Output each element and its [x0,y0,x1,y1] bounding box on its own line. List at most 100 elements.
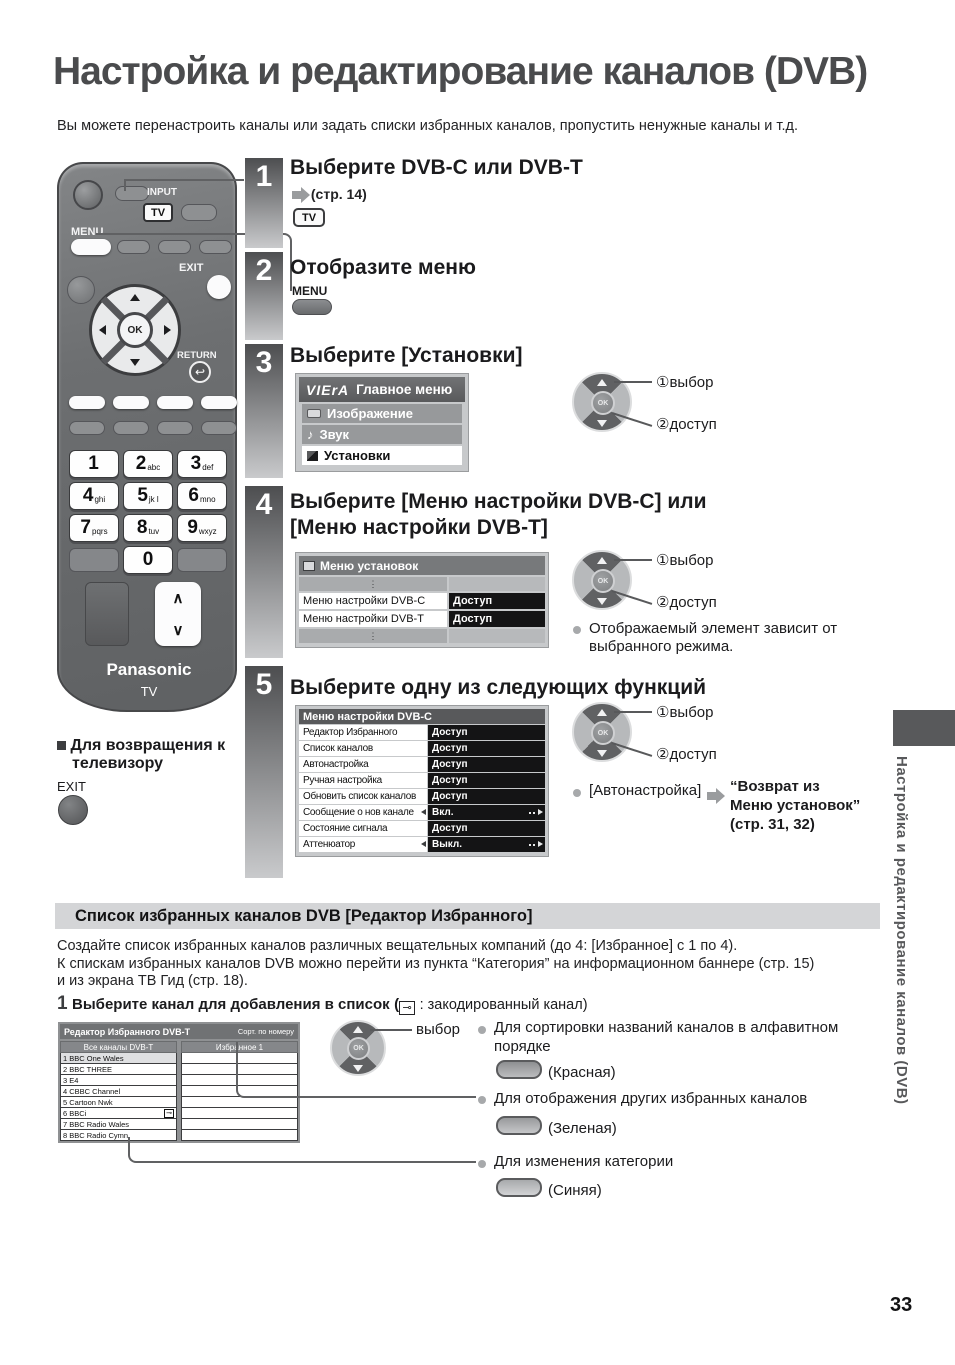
adjust-dash-icon [529,812,536,814]
favorites-editor-titlebar: Редактор Избранного DVB-T Сорт. по номер… [60,1024,298,1039]
bullet-icon [478,1026,486,1034]
ok-button: OK [117,312,153,348]
menu-button-depiction [292,299,332,315]
bullet-2-text: Для отображения других избранных каналов [494,1090,808,1107]
favorite-slot-row [181,1119,298,1130]
viera-tools-button [199,240,232,254]
ok-button-icon: OK [347,1037,370,1060]
setup-menu-icon [303,560,315,571]
section-heading-bar: Список избранных каналов DVB [Редактор И… [55,903,880,929]
section-tab [893,710,955,746]
green-button [113,396,149,409]
callout-select: выбор [416,1021,461,1038]
tv-button: TV [143,203,173,222]
bullet-icon [478,1096,486,1104]
green-button-depiction [496,1116,542,1135]
menu-filler-row: ⋮ [299,629,545,643]
section-paragraph: Создайте список избранных каналов различ… [57,938,815,989]
main-menu-header: VIErA Главное меню [299,377,465,402]
step-2-title: Отобразите меню [290,256,476,279]
exit-button-label: EXIT [57,779,86,794]
ok-button-icon: OK [591,721,615,745]
step-2-number: 2 [245,252,283,340]
dvbc-menu-header: Меню настройки DVB-C [299,709,545,724]
channel-row: 7 BBC Radio Wales [60,1119,177,1130]
bullet-icon [573,789,581,797]
channel-up-icon: ∧ [172,590,184,607]
red-button [69,396,105,409]
dpad-up-icon [597,379,607,386]
channel-down-icon: ∨ [172,622,184,639]
step-5-note-item: [Автонастройка] [589,782,702,799]
channel-row: 4 CBBC Channel [60,1086,177,1097]
channel-rocker: ∧ ∨ [155,582,201,646]
adjust-dash-icon [529,844,536,846]
scrambled-key-icon: ⊸ [164,1108,174,1118]
green-button-label: (Зеленая) [548,1120,617,1137]
power-button-icon [73,180,103,210]
step-3-title: Выберите [Установки] [290,344,523,367]
step-3-number: 3 [245,344,283,478]
return-label: RETURN [177,350,217,361]
volume-rocker [85,582,129,646]
return-note: Для возвращения к телевизору [57,737,225,773]
menu-button [71,239,111,255]
step-1-title: Выберите DVB-C или DVB-T [290,156,583,179]
square-bullet-icon [57,741,66,750]
adjust-right-icon [538,809,543,815]
callout-line [614,381,652,383]
menu-row-dvbc: Меню настройки DVB-C Доступ [299,593,545,609]
bullet-1-text: Для сортировки названий каналов в алфави… [494,1019,839,1036]
aspect-button [117,240,150,254]
dvbc-menu-screen: Меню настройки DVB-C Редактор Избранного… [296,706,548,856]
connector-line [124,179,244,181]
setup-menu-header: Меню установок [299,556,545,575]
adjust-right-icon [538,841,543,847]
red-button-depiction [496,1060,542,1079]
dpad-up-icon [597,557,607,564]
input-switch-button [181,204,217,221]
dpad-down-icon [597,598,607,605]
step-4-title: Выберите [Меню настройки DVB-C] или [290,490,707,513]
page-title: Настройка и редактирование каналов (DVB) [53,50,868,93]
callout-line [614,559,652,561]
av-button [115,186,149,201]
tv-button-depiction: TV [293,208,325,227]
exit-button [207,275,231,299]
option-button [67,276,95,304]
setup-icon [307,450,318,461]
callout-access: ②доступ [656,594,717,611]
dpad-down-icon [597,420,607,427]
menu-label: MENU [71,226,104,238]
favorite-slot-row [181,1108,298,1119]
picture-icon [307,409,321,418]
menu-item-setup: Установки [302,446,462,465]
connector-line [236,1042,476,1098]
menu-button-label: MENU [292,284,328,298]
main-menu-screen: VIErA Главное меню Изображение ♪ Звук Ус… [296,374,468,471]
section-heading: Список избранных каналов DVB [Редактор И… [75,906,533,925]
adjust-left-icon [421,841,426,847]
setup-menu-screen: Меню установок ⋮ Меню настройки DVB-C До… [296,553,548,647]
hold-button [201,421,237,435]
favorites-editor-screen: Редактор Избранного DVB-T Сорт. по номер… [58,1022,300,1143]
callout-access: ②доступ [656,746,717,763]
arrow-right-icon [292,187,310,204]
exit-label: EXIT [179,262,204,274]
step-4-note2: выбранного режима. [589,638,734,655]
connector-line [128,1137,476,1163]
music-note-icon: ♪ [307,427,314,442]
callout-line [614,711,652,713]
step-4-note: Отображаемый элемент зависит от [589,620,838,637]
mute-button [177,548,227,572]
return-button: ↩ [189,361,211,383]
favorite-slot-row [181,1130,298,1141]
index-button [157,421,193,435]
